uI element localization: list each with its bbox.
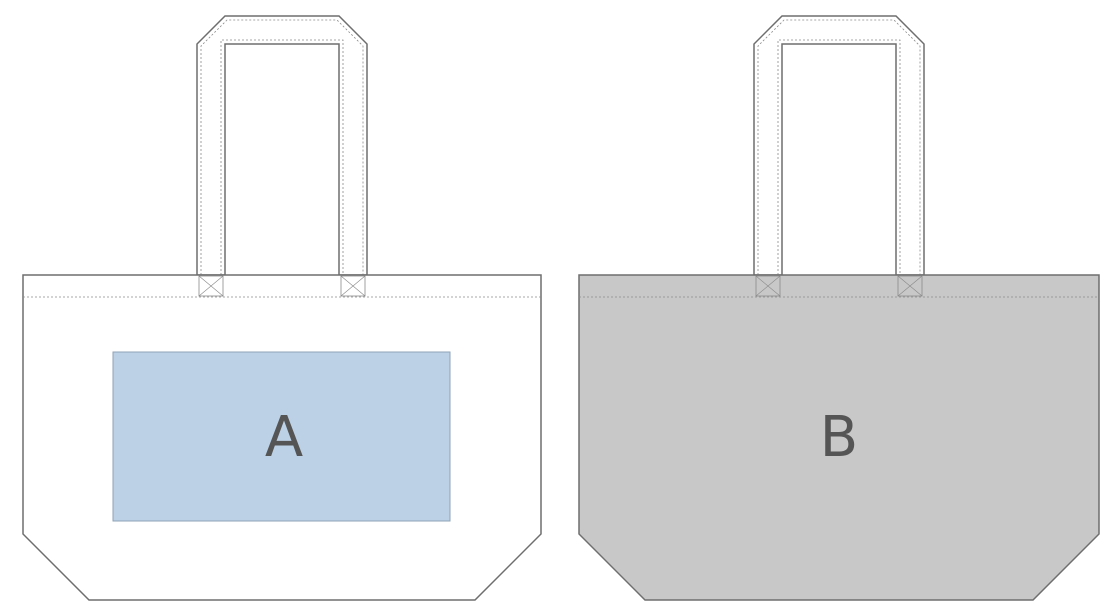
handle-a-outline — [196, 15, 368, 276]
tote-bag-a: A — [22, 15, 542, 601]
attachment-b-left-cross — [755, 275, 781, 297]
attachment-a-right — [340, 275, 366, 297]
attachment-b-right-cross — [897, 275, 923, 297]
attachment-a-right-cross — [340, 275, 366, 297]
bag-a-handle-attachments — [198, 275, 366, 297]
attachment-a-left — [198, 275, 224, 297]
attachment-b-left — [755, 275, 781, 297]
print-area-a — [112, 351, 451, 522]
bag-b-label: B — [820, 405, 858, 470]
bag-b-body — [578, 274, 1100, 601]
handle-a-stitch-left — [200, 19, 364, 275]
handle-b-outline — [753, 15, 925, 276]
handle-a — [196, 15, 368, 276]
bag-a-label: A — [265, 405, 303, 470]
handle-b-stitch-inner — [777, 39, 901, 275]
bag-b-handle-attachments — [755, 275, 923, 297]
tote-bag-b: B — [578, 15, 1100, 601]
handle-b — [753, 15, 925, 276]
handle-b-stitch-left — [757, 19, 921, 275]
attachment-b-right — [897, 275, 923, 297]
attachment-a-left-cross — [198, 275, 224, 297]
handle-a-stitch-inner — [220, 39, 344, 275]
